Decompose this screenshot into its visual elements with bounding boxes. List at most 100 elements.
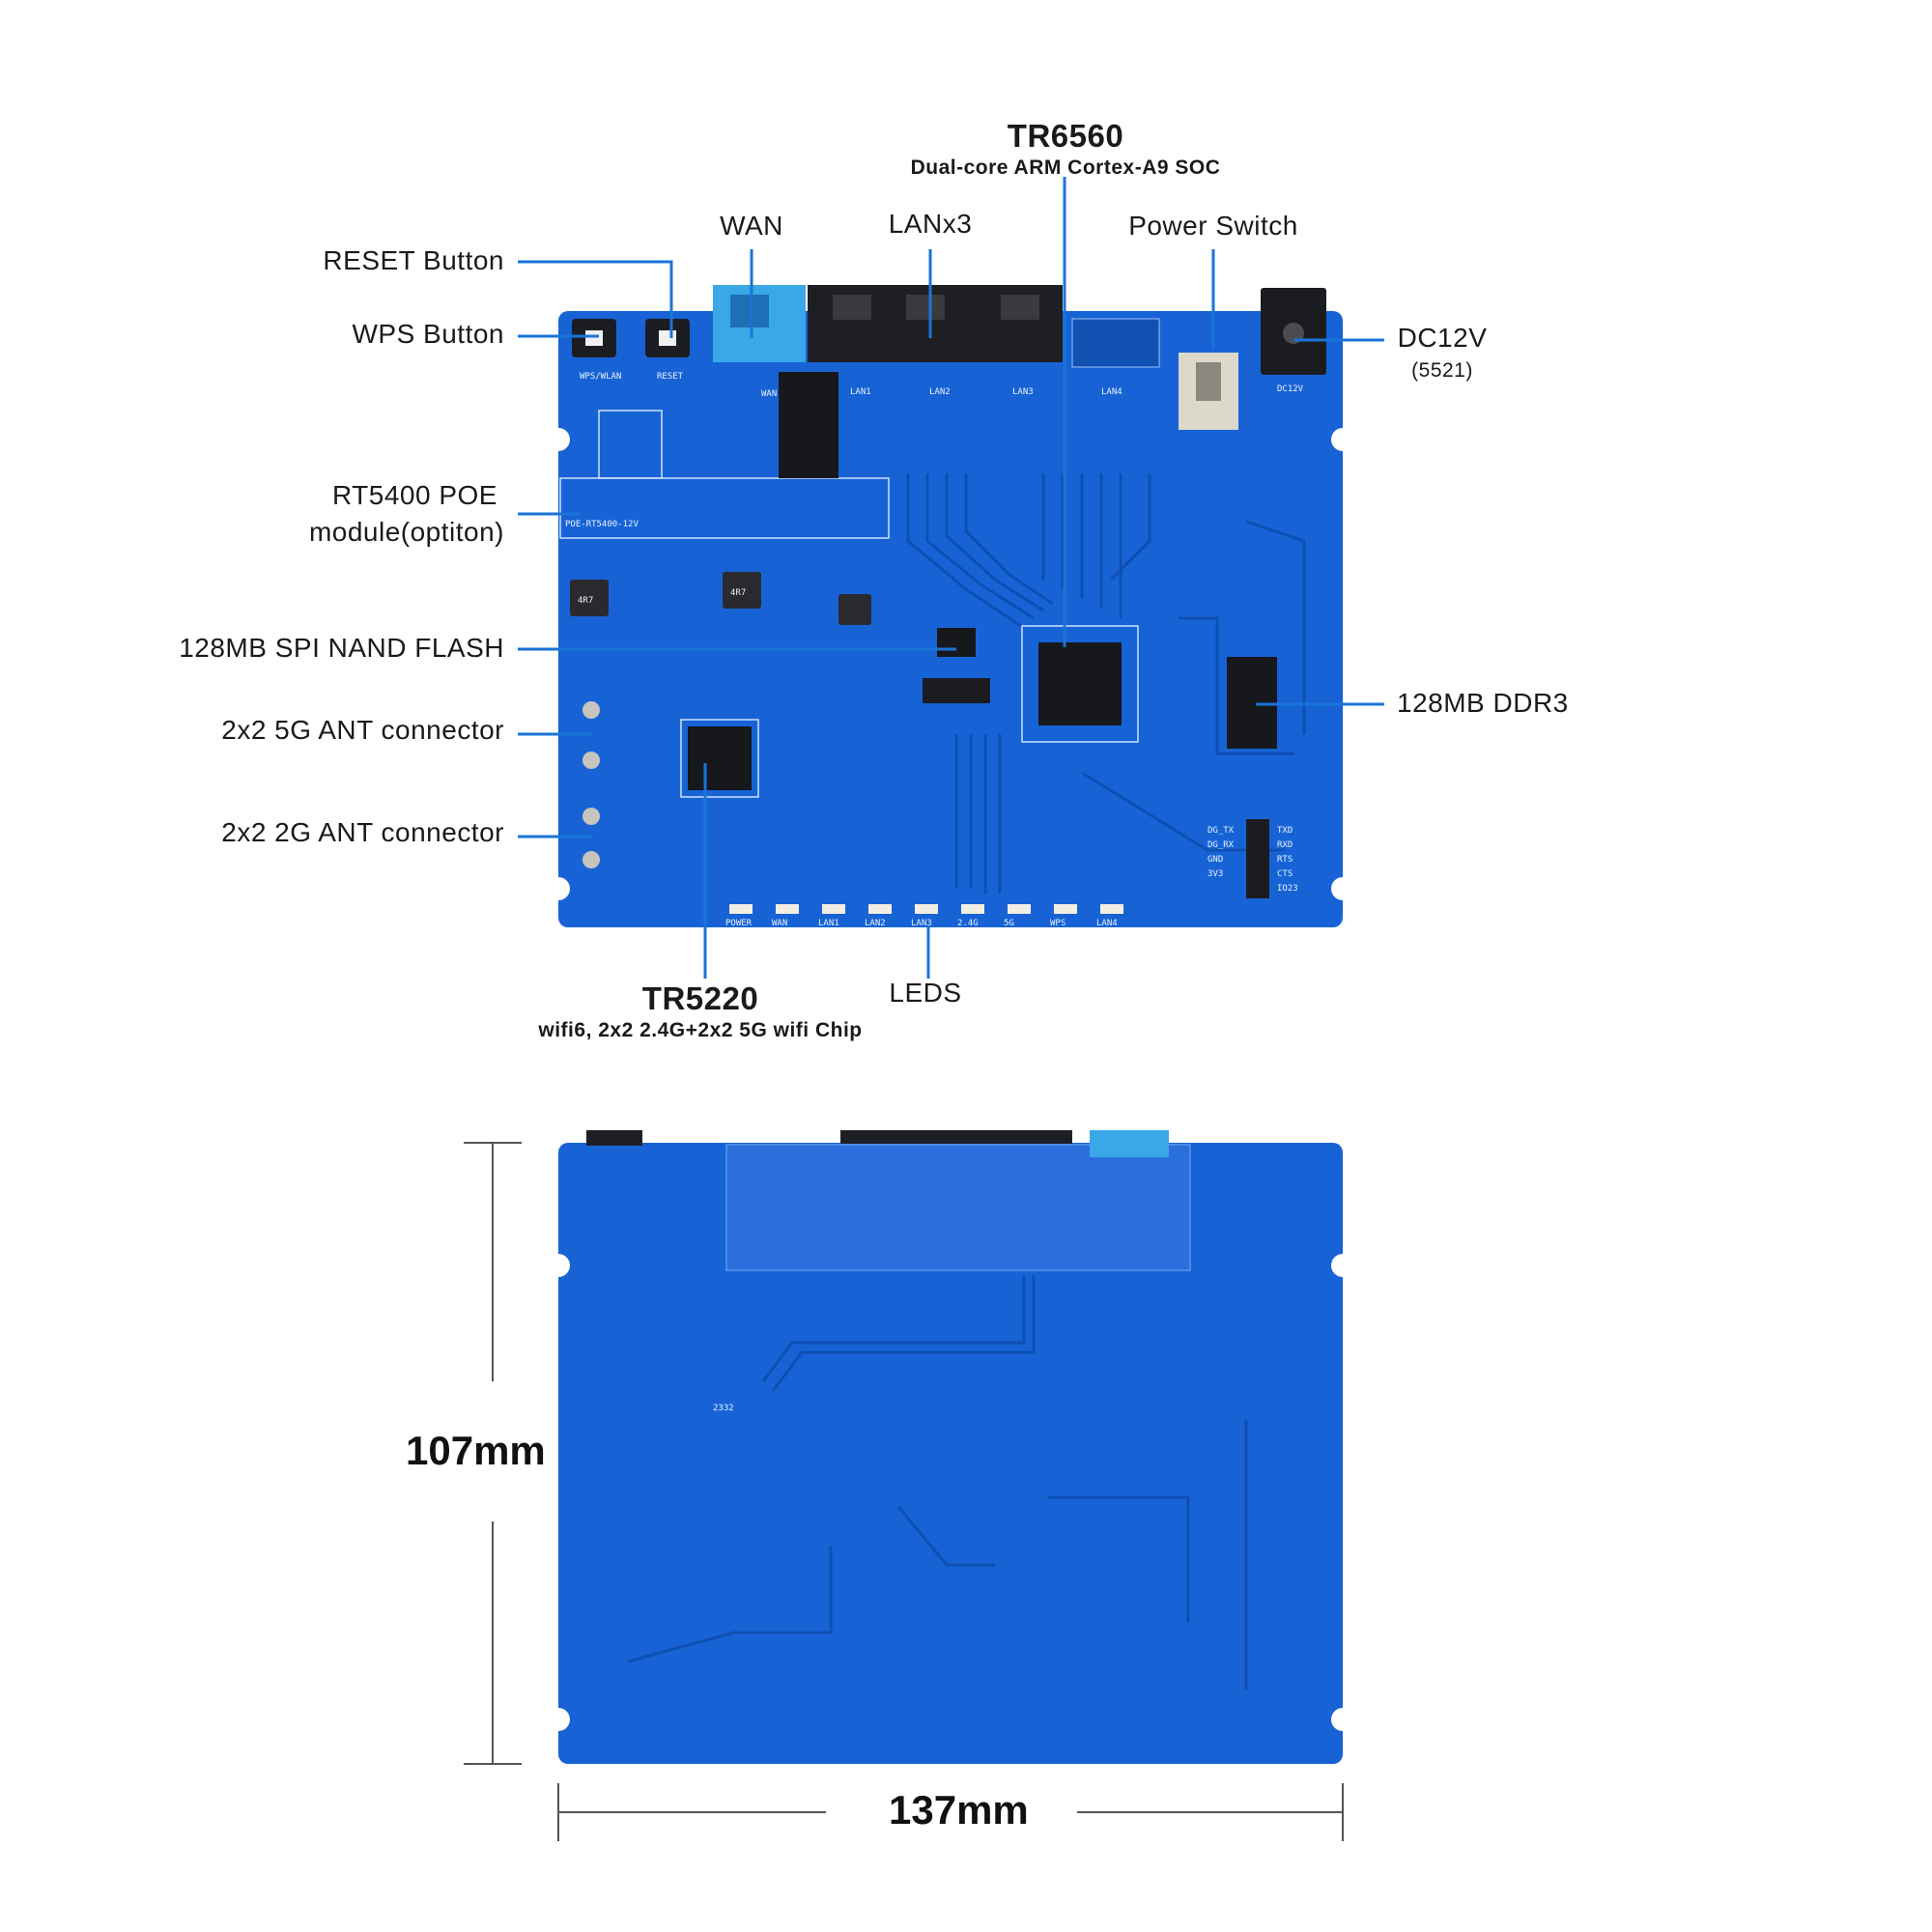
uart-left-0: DG_TX [1208, 826, 1235, 836]
debug-header [923, 678, 990, 703]
uart-right-2: RTS [1277, 855, 1293, 865]
wps-button-label: WPS Button [352, 319, 504, 349]
dc12v-silk: DC12V [1277, 384, 1304, 394]
wps-silk: WPS/WLAN [580, 372, 621, 382]
led-label: LAN4 [1096, 919, 1118, 928]
mount-notch [1331, 1254, 1354, 1277]
poe-silk: POE-RT5400-12V [565, 520, 639, 529]
dc12v-label: DC12V [1397, 323, 1488, 353]
mount-notch [547, 1708, 570, 1731]
uart-right-4: IO23 [1277, 884, 1298, 894]
inductor [570, 580, 609, 616]
poe-label-line2: module(optiton) [308, 517, 504, 547]
lan2-silk: LAN2 [929, 387, 951, 397]
wifi-chip-outline [680, 719, 759, 798]
wan-label: WAN [720, 211, 783, 241]
inductor [723, 572, 761, 609]
back-connector-area [725, 1144, 1191, 1271]
dimension-lines [464, 1142, 1344, 1841]
inductor-silk: 4R7 [730, 588, 746, 598]
tr6560-title: TR6560 [1007, 118, 1124, 154]
wan-port-opening [730, 295, 769, 327]
back-wan-edge [1090, 1130, 1169, 1157]
mount-notch [547, 428, 570, 451]
poe-label-line1: RT5400 POE [331, 480, 497, 510]
reset-button-label: RESET Button [323, 245, 504, 275]
uart-left-2: GND [1208, 855, 1223, 865]
date-code-silk: 2332 [713, 1404, 734, 1413]
soc-outline [1021, 625, 1139, 743]
led-label: 5G [1004, 919, 1014, 928]
ant-5g-connector [582, 701, 600, 719]
lan3-silk: LAN3 [1012, 387, 1034, 397]
spi-nand-chip [937, 628, 976, 657]
status-led [868, 904, 892, 914]
lanx3-label: LANx3 [888, 209, 973, 239]
height-dimension-label: 107mm [406, 1428, 546, 1473]
lan-port-opening [1001, 295, 1039, 320]
ddr3-label: 128MB DDR3 [1397, 688, 1569, 718]
reset-button-cap[interactable] [659, 330, 676, 346]
reset-silk: RESET [657, 372, 684, 382]
status-led [961, 904, 984, 914]
lan-port-opening [906, 295, 945, 320]
ant-2g-label: 2x2 2G ANT connector [221, 817, 504, 847]
callout-lines [518, 177, 1384, 979]
ant-5g-label: 2x2 5G ANT connector [221, 715, 504, 745]
back-traces [627, 1275, 1248, 1690]
uart-right-3: CTS [1277, 869, 1293, 879]
led-label: WAN [772, 919, 787, 928]
uart-header [1246, 819, 1269, 898]
mount-notch [1331, 1708, 1354, 1731]
mount-notch [547, 877, 570, 900]
uart-right-0: TXD [1277, 826, 1293, 836]
back-dc-edge [586, 1130, 642, 1146]
pcb-front: POE-RT5400-12V WPS/WLAN RESET WAN LAN1 L… [547, 285, 1354, 928]
dc12v-desc: (5521) [1411, 359, 1473, 382]
power-switch-lever[interactable] [1196, 362, 1221, 401]
led-label: POWER [725, 919, 753, 928]
status-led [729, 904, 753, 914]
uart-left-1: DG_RX [1208, 840, 1235, 850]
status-led [1008, 904, 1031, 914]
back-lan-edge [840, 1130, 1072, 1144]
mount-notch [1331, 877, 1354, 900]
tr5220-title: TR5220 [641, 980, 759, 1016]
inductor [838, 594, 871, 625]
status-led [915, 904, 938, 914]
lan1-silk: LAN1 [850, 387, 871, 397]
tr5220-desc: wifi6, 2x2 2.4G+2x2 5G wifi Chip [538, 1019, 863, 1041]
magnetics-chip [779, 372, 838, 478]
led-label: LAN2 [865, 919, 886, 928]
power-switch-label: Power Switch [1128, 211, 1298, 241]
ant-2g-connector [582, 851, 600, 868]
leds-label: LEDS [889, 978, 962, 1008]
pcb-front-body [558, 311, 1343, 927]
pcb-back: 2332 [547, 1130, 1354, 1764]
lan4-footprint [1071, 318, 1160, 368]
led-label: LAN3 [911, 919, 932, 928]
status-led [822, 904, 845, 914]
wps-button-cap[interactable] [585, 330, 603, 346]
mount-notch [547, 1254, 570, 1277]
ant-5g-connector [582, 752, 600, 769]
lan4-silk: LAN4 [1101, 387, 1122, 397]
status-led [1054, 904, 1077, 914]
inductor-silk: 4R7 [578, 596, 593, 606]
led-label: LAN1 [818, 919, 839, 928]
pcb-back-body [558, 1143, 1343, 1764]
spi-nand-label: 128MB SPI NAND FLASH [179, 633, 504, 663]
wan-silk: WAN [761, 389, 777, 399]
mount-notch [1331, 428, 1354, 451]
tr6560-chip [1038, 642, 1122, 725]
status-led [776, 904, 799, 914]
width-dimension-label: 137mm [889, 1787, 1029, 1833]
uart-right-1: RXD [1277, 840, 1293, 850]
status-led [1100, 904, 1123, 914]
lan-port-opening [833, 295, 871, 320]
uart-left-3: 3V3 [1208, 869, 1223, 879]
reset-leader [518, 260, 673, 338]
led-label: WPS [1050, 919, 1065, 928]
